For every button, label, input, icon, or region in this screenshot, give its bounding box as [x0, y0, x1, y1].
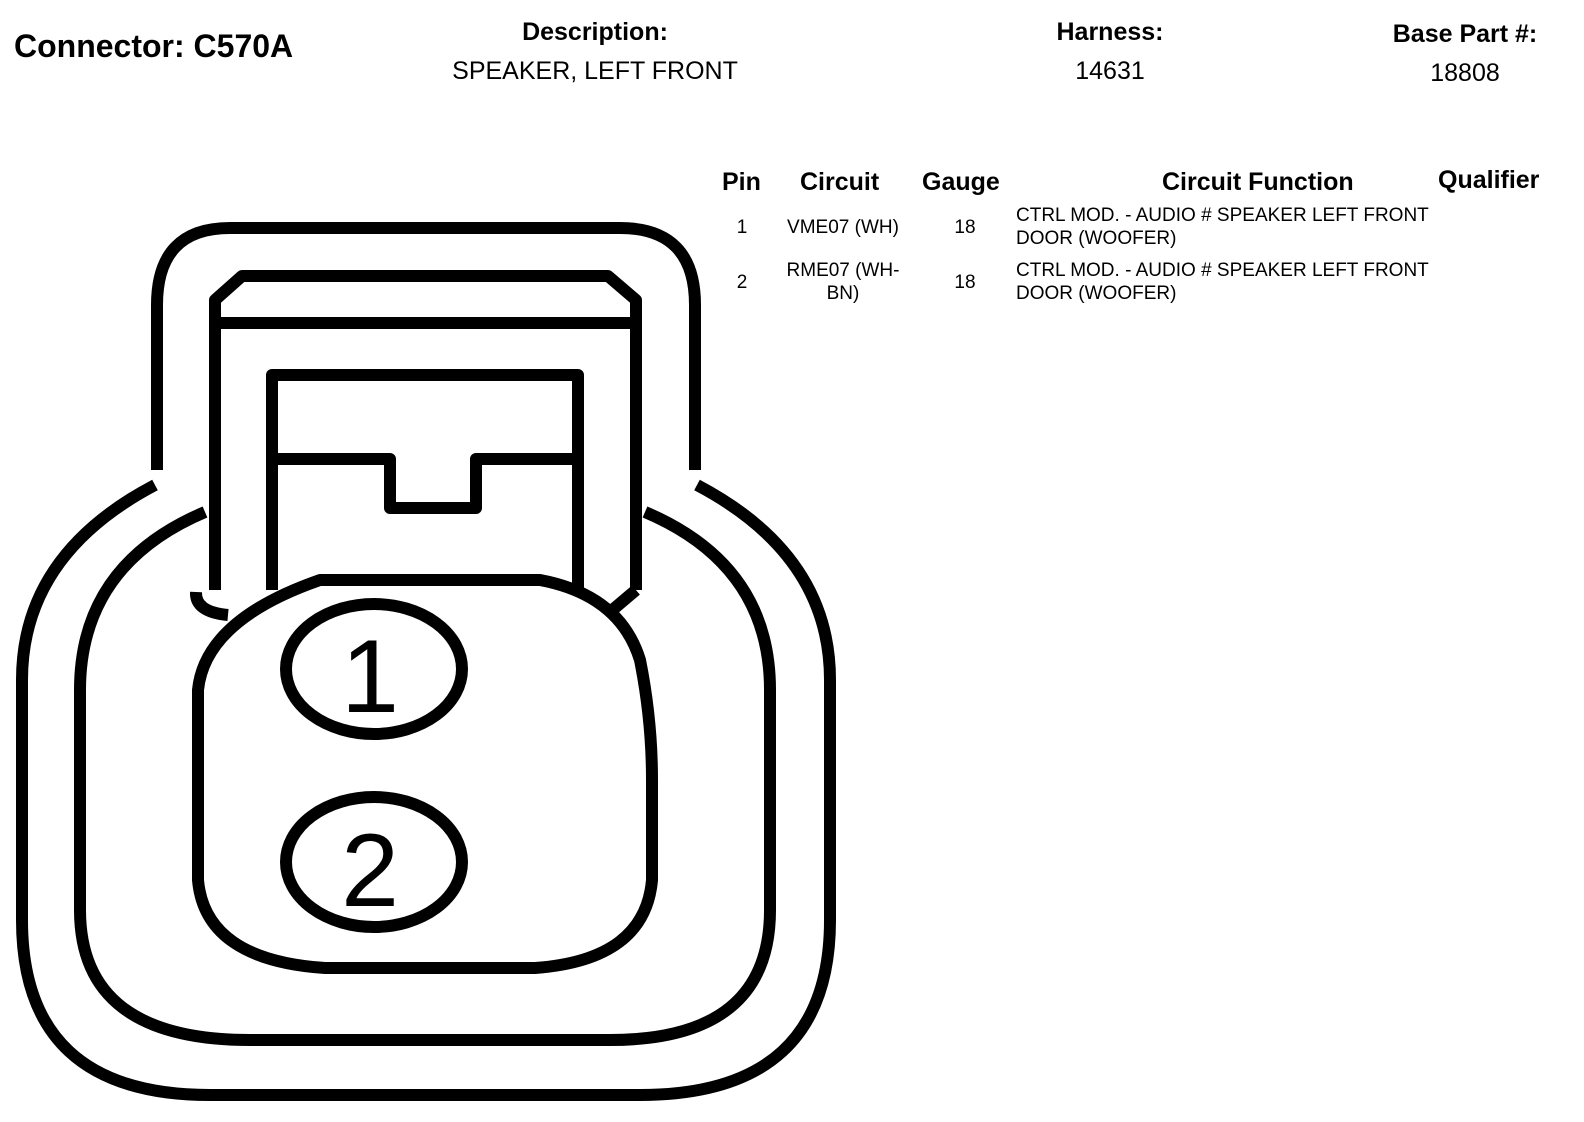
latch-notch — [272, 453, 578, 514]
description-block: Description: SPEAKER, LEFT FRONT — [400, 18, 790, 86]
row-circuit-function: CTRL MOD. - AUDIO # SPEAKER LEFT FRONT D… — [1016, 205, 1429, 249]
header-circuit: Circuit — [800, 168, 880, 196]
header-gauge: Gauge — [922, 168, 1000, 196]
base-part-value: 18808 — [1430, 59, 1500, 87]
pin-1-circle — [280, 598, 468, 740]
harness-value: 14631 — [1075, 57, 1145, 85]
base-part-label: Base Part #: — [1392, 20, 1538, 48]
connector-title: Connector: C570A — [14, 28, 294, 64]
description-label: Description: — [522, 18, 668, 46]
pin-2-circle — [280, 791, 468, 933]
connector-inner-shell — [74, 506, 776, 1046]
pin-cavity — [192, 574, 658, 974]
header-circuit-function: Circuit Function — [1162, 168, 1354, 196]
header-qualifier: Qualifier — [1438, 166, 1540, 194]
header-pin: Pin — [722, 168, 761, 196]
pin-1-label: 1 — [341, 619, 399, 735]
row-pin: 1 — [736, 217, 748, 238]
row-circuit: VME07 (WH) — [787, 217, 899, 238]
row-circuit-function: CTRL MOD. - AUDIO # SPEAKER LEFT FRONT D… — [1016, 260, 1429, 304]
harness-label: Harness: — [1056, 18, 1164, 46]
latch-hook — [190, 591, 229, 621]
row-gauge: 18 — [954, 272, 976, 293]
row-circuit: RME07 (WH-BN) — [786, 260, 900, 304]
connector-outer-shell — [16, 479, 836, 1101]
harness-block: Harness: 14631 — [1000, 18, 1220, 86]
description-value: SPEAKER, LEFT FRONT — [452, 57, 738, 85]
row-pin: 2 — [736, 272, 748, 293]
base-part-block: Base Part #: 18808 — [1360, 20, 1570, 88]
pin-2-label: 2 — [341, 813, 399, 929]
row-gauge: 18 — [954, 217, 976, 238]
connector-outer-shell — [151, 222, 701, 470]
latch-window — [266, 369, 584, 590]
latch — [209, 270, 642, 590]
